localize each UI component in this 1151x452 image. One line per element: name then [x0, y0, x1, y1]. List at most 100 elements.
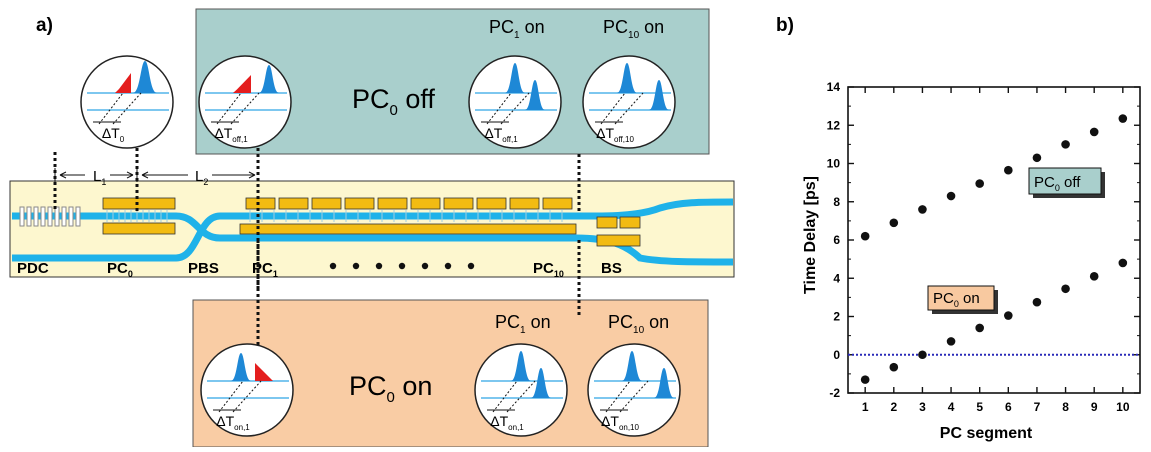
point-pc0-off: [918, 205, 927, 214]
point-pc0-on: [889, 362, 899, 372]
y-tick-label: 2: [833, 310, 840, 324]
dashed-guide: [232, 380, 262, 413]
pulse-inset-circle: ΔT0: [80, 55, 174, 149]
dashed-guide: [500, 92, 530, 125]
delta-t-label: ΔToff,1: [214, 125, 248, 144]
pulse-inset-circle: ΔToff,1: [198, 55, 292, 149]
dashed-guide: [619, 380, 649, 413]
pulse-inset-circle: ΔToff,10: [582, 55, 676, 149]
pc-on-heading: PC1 on: [495, 312, 551, 336]
x-tick-label: 9: [1091, 400, 1098, 414]
point-pc0-off: [1089, 127, 1099, 137]
dashed-guide: [98, 92, 124, 125]
dashed-guide: [506, 380, 536, 413]
length-l2: L2: [195, 168, 208, 187]
delta-t-label: ΔToff,1: [484, 125, 518, 144]
pulse-inset-circle: ΔTon,1: [474, 343, 568, 437]
label-bs: BS: [601, 260, 622, 277]
point-pc0-on: [1118, 258, 1128, 268]
pulse-shape: [511, 351, 531, 381]
length-l1: L1: [93, 168, 106, 187]
pc-on-heading: PC10 on: [608, 312, 669, 336]
delta-t-label: ΔToff,10: [596, 125, 634, 144]
ellipsis-dots: [329, 262, 475, 270]
inset-circle-outline: [200, 343, 294, 437]
pulse-shape: [617, 63, 637, 93]
x-tick-label: 5: [976, 400, 983, 414]
x-axis-label: PC segment: [940, 425, 1033, 442]
delta-t-label: ΔTon,10: [601, 413, 639, 432]
x-tick-label: 4: [948, 400, 955, 414]
dashed-guide: [112, 92, 142, 125]
point-pc0-off: [889, 218, 899, 228]
delta-t-label: ΔTon,1: [216, 413, 250, 432]
legend-box: [927, 285, 995, 311]
label-pc0: PC0: [107, 260, 133, 279]
point-pc0-on: [1089, 272, 1099, 281]
y-tick-label: 6: [833, 233, 840, 247]
panel-a-label: a): [36, 15, 53, 36]
y-tick-label: 8: [833, 195, 840, 209]
inset-circle-outline: [587, 343, 681, 437]
dashed-guide: [216, 92, 242, 125]
pulse-inset-circle: ΔTon,10: [587, 343, 681, 437]
dashed-guide: [230, 92, 260, 125]
y-tick-label: 12: [827, 118, 841, 132]
x-tick-label: 6: [1005, 400, 1012, 414]
pulse-shape: [231, 353, 251, 381]
point-pc0-on: [946, 337, 956, 346]
y-tick-label: 0: [833, 348, 840, 362]
point-pc0-on: [1061, 284, 1070, 294]
x-tick-label: 7: [1034, 400, 1041, 414]
pc0-electrode-top: [102, 197, 176, 210]
legend-label: PC0 on: [933, 290, 980, 309]
legend-box: [1028, 167, 1102, 195]
red-pulse-shape: [255, 363, 273, 381]
pdc-grating: [19, 206, 81, 227]
delta-t-label: ΔTon,1: [490, 413, 524, 432]
dashed-guide: [600, 92, 626, 125]
y-axis-label: Time Delay [ps]: [802, 176, 819, 294]
point-pc0-on: [975, 323, 984, 333]
point-pc0-off: [946, 191, 956, 201]
dashed-guide: [486, 92, 512, 125]
inset-circle-outline: [468, 55, 562, 149]
dashed-guide: [614, 92, 644, 125]
dashed-guide: [218, 380, 244, 413]
dashed-guide: [492, 380, 518, 413]
pulse-shape: [505, 63, 525, 93]
pulse-shape: [525, 80, 545, 110]
label-pc10: PC10: [533, 260, 564, 279]
dashed-guide: [605, 380, 631, 413]
delta-t-label: ΔT0: [102, 125, 125, 144]
red-pulse-shape: [115, 73, 131, 93]
y-tick-label: 10: [827, 157, 841, 171]
point-pc0-on: [1032, 297, 1042, 307]
pulse-shape: [654, 368, 674, 398]
red-pulse-shape: [233, 75, 251, 93]
pc-on-heading: PC1 on: [489, 17, 545, 41]
point-pc0-off: [1118, 114, 1128, 123]
pulse-shape: [133, 61, 157, 93]
label-pdc: PDC: [17, 260, 49, 277]
y-tick-label: 14: [827, 80, 841, 94]
pc1-pc10-electrodes: [239, 197, 577, 235]
panel-b-label: b): [776, 15, 794, 36]
x-tick-label: 2: [890, 400, 897, 414]
pulse-inset-circle: ΔTon,1: [200, 343, 294, 437]
point-pc0-on: [860, 375, 870, 384]
y-tick-label: -2: [829, 386, 840, 400]
y-tick-label: 4: [833, 271, 840, 285]
legend-label: PC0 off: [1034, 174, 1081, 193]
inset-circle-outline: [80, 55, 174, 149]
point-pc0-on: [918, 350, 927, 360]
x-tick-label: 3: [919, 400, 926, 414]
pc-on-heading: PC10 on: [603, 17, 664, 41]
length-markers: [54, 168, 256, 182]
pc0-off-label: PC0 off: [352, 84, 435, 119]
pulse-shape: [259, 65, 279, 93]
pulse-inset-circle: ΔToff,1: [468, 55, 562, 149]
